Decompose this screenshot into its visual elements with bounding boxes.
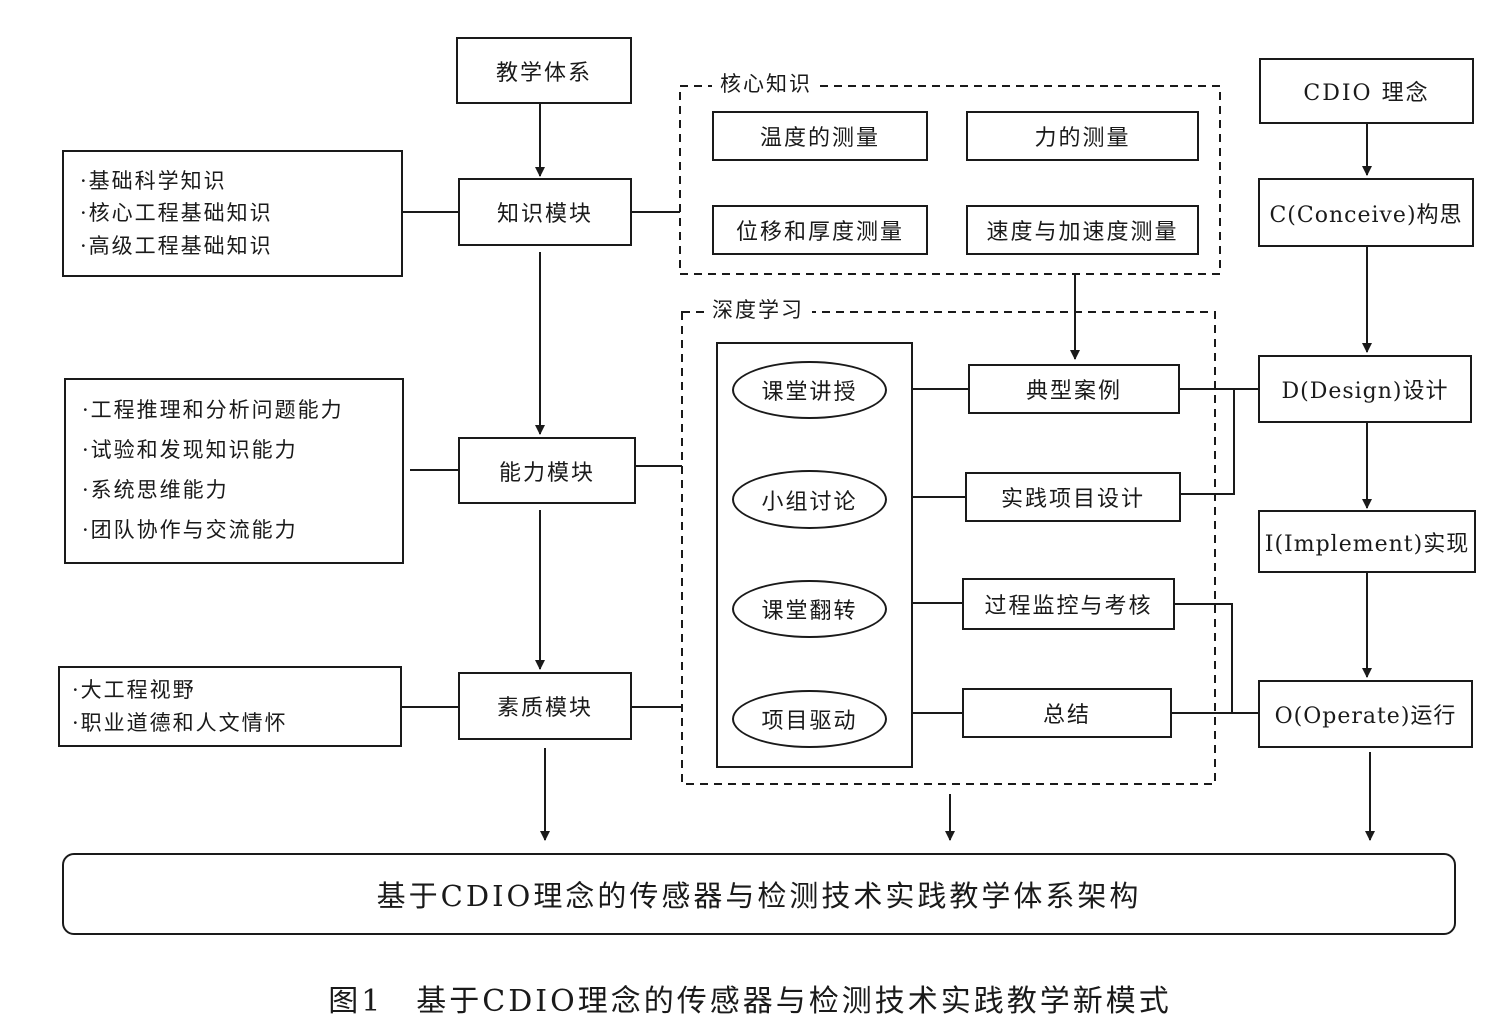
quality-item: ·职业道德和人文情怀 (72, 710, 288, 735)
practice-project-design-box: 实践项目设计 (965, 472, 1181, 522)
method-oval-project-driven: 项目驱动 (732, 690, 887, 748)
ability-items-box: ·工程推理和分析问题能力 ·试验和发现知识能力 ·系统思维能力 ·团队协作与交流… (64, 378, 404, 564)
method-oval-discussion: 小组讨论 (732, 470, 887, 529)
cdio-design-box: D(Design)设计 (1258, 355, 1472, 423)
cdio-concept-box: CDIO 理念 (1259, 58, 1474, 124)
line-monitor-to-operate (1175, 603, 1233, 713)
knowledge-item: ·基础科学知识 (80, 168, 227, 193)
ability-item: ·系统思维能力 (82, 478, 229, 502)
ability-item: ·团队协作与交流能力 (82, 517, 298, 542)
method-oval-lecture: 课堂讲授 (732, 361, 887, 419)
cdio-conceive-box: C(Conceive)构思 (1258, 178, 1474, 247)
ability-item: ·工程推理和分析问题能力 (82, 398, 344, 423)
line-project-to-design (1181, 389, 1235, 495)
ability-module-box: 能力模块 (458, 437, 636, 504)
core-knowledge-label: 核心知识 (712, 68, 820, 98)
cdio-implement-box: I(Implement)实现 (1258, 510, 1476, 573)
core-knowledge-frame (679, 85, 1221, 275)
summary-box: 总结 (962, 688, 1172, 738)
force-measurement-box: 力的测量 (966, 111, 1199, 161)
process-monitoring-box: 过程监控与考核 (962, 578, 1175, 630)
quality-module-box: 素质模块 (458, 672, 632, 740)
typical-cases-box: 典型案例 (968, 364, 1180, 414)
method-oval-flipped: 课堂翻转 (732, 580, 887, 638)
cdio-operate-box: O(Operate)运行 (1258, 680, 1473, 748)
figure-caption: 图1 基于CDIO理念的传感器与检测技术实践教学新模式 (328, 984, 1172, 1019)
knowledge-item: ·核心工程基础知识 (80, 201, 273, 226)
temperature-measurement-box: 温度的测量 (712, 111, 928, 161)
velocity-measurement-box: 速度与加速度测量 (966, 205, 1199, 255)
displacement-measurement-box: 位移和厚度测量 (712, 205, 928, 255)
teaching-system-box: 教学体系 (456, 37, 632, 104)
deep-learning-label: 深度学习 (704, 294, 812, 324)
knowledge-module-box: 知识模块 (458, 178, 632, 246)
ability-item: ·试验和发现知识能力 (82, 438, 298, 463)
quality-items-box: ·大工程视野 ·职业道德和人文情怀 (58, 666, 402, 747)
quality-item: ·大工程视野 (72, 677, 196, 702)
knowledge-item: ·高级工程基础知识 (80, 233, 273, 258)
architecture-box: 基于CDIO理念的传感器与检测技术实践教学体系架构 (62, 853, 1456, 935)
knowledge-items-box: ·基础科学知识 ·核心工程基础知识 ·高级工程基础知识 (62, 150, 403, 277)
deep-learning-frame (681, 311, 1216, 785)
